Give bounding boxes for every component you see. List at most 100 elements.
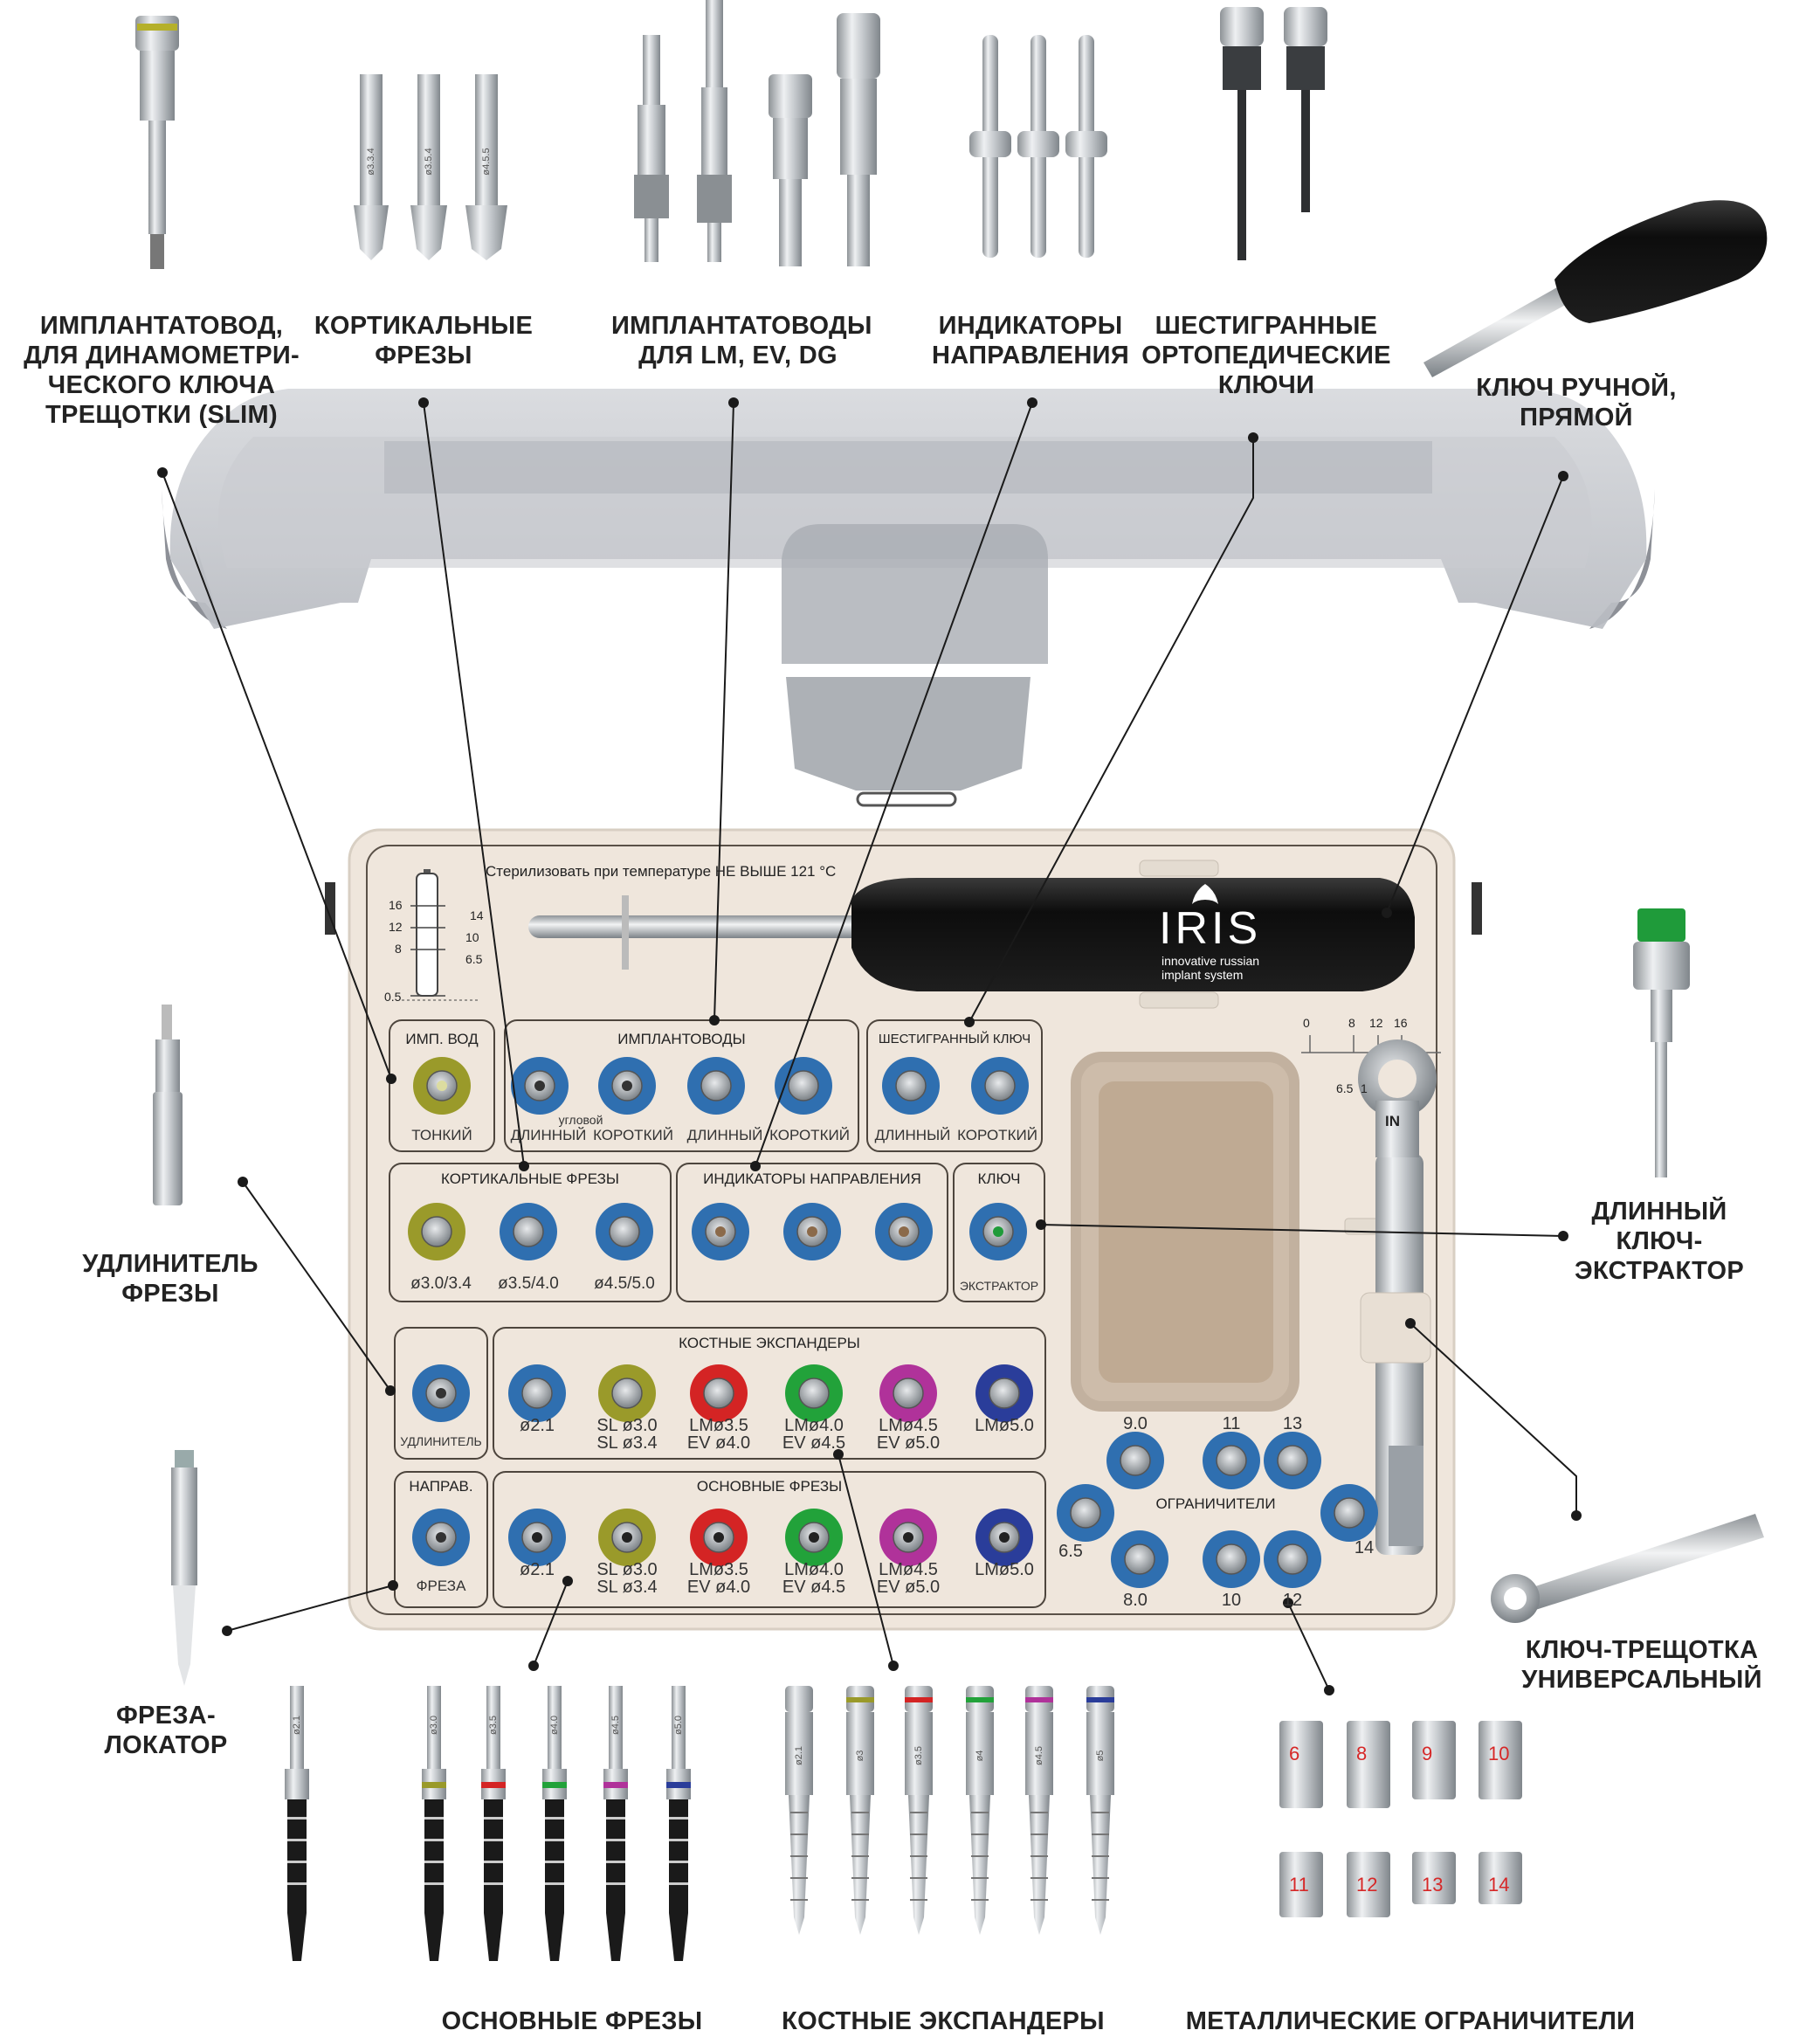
well-stop	[1320, 1484, 1378, 1542]
frame-imp-vod	[389, 1019, 495, 1152]
well-extender	[412, 1364, 470, 1422]
well-stop	[1057, 1484, 1114, 1542]
expander-marking: ø3.5	[913, 1746, 924, 1766]
main-drill-marking: ø3.0	[429, 1716, 439, 1736]
well-imp-vod	[413, 1057, 471, 1115]
stop-number: 6.5	[1058, 1542, 1083, 1561]
bottom-main-drill	[481, 1686, 506, 1961]
well-implantovod	[687, 1057, 745, 1115]
well-label-line: LMø4.0	[784, 1416, 844, 1435]
bottom-metal-stop	[1347, 1721, 1390, 1808]
expander-marking: ø4.5	[1034, 1746, 1044, 1766]
well-implantovod	[598, 1057, 656, 1115]
well-implantovod	[775, 1057, 832, 1115]
well-stop	[1264, 1530, 1321, 1588]
main-drill-marking: ø3.5	[488, 1716, 499, 1736]
callout-implant-driver-slim: ИМПЛАНТАТОВОД,ДЛЯ ДИНАМОМЕТРИ- ЧЕСКОГО К…	[24, 312, 300, 429]
ratchet-scale: 12	[1369, 1016, 1383, 1030]
tool-long-extractor	[1633, 908, 1690, 1177]
well-label-line: SL ø3.4	[596, 1578, 658, 1597]
depth-label: 6.5	[465, 952, 483, 966]
well-label: КОРОТКИЙ	[769, 1127, 850, 1143]
well-label-line: EV ø5.0	[876, 1433, 941, 1453]
tool-direction-indicators	[969, 35, 1107, 258]
well-label-line: SL ø3.4	[596, 1433, 658, 1453]
well-indicator	[875, 1203, 933, 1260]
tool-drill-extender	[153, 1005, 183, 1205]
well-main-drill	[975, 1509, 1033, 1566]
bottom-bone-expander	[905, 1686, 933, 1935]
metal-stop-number: 11	[1289, 1874, 1309, 1896]
well-label-line: ø2.1	[519, 1560, 555, 1579]
cortical-drill-marking: ø3.5.4	[424, 148, 434, 176]
well-indicator	[783, 1203, 841, 1260]
well-extractor	[969, 1203, 1027, 1260]
bottom-metal-stop	[1279, 1852, 1323, 1917]
well-bone-expander	[690, 1364, 748, 1422]
stop-number: 8.0	[1123, 1591, 1148, 1610]
bottom-metal-stop	[1412, 1721, 1456, 1799]
frame-hex	[866, 1019, 1043, 1152]
metal-stop-number: 9	[1422, 1743, 1433, 1764]
well-cortical	[500, 1203, 557, 1260]
well-hex-key	[882, 1057, 940, 1115]
well-label-line: LMø4.5	[879, 1560, 938, 1579]
bottom-main-drill	[603, 1686, 628, 1961]
bottom-metal-stop	[1279, 1721, 1323, 1808]
main-drill-marking: ø4.0	[549, 1716, 560, 1736]
frame-main-drills	[493, 1471, 1046, 1608]
well-label: ø3.5/4.0	[498, 1274, 559, 1293]
well-cortical	[596, 1203, 653, 1260]
tray-lid	[162, 389, 1655, 935]
depth-label: 8	[395, 942, 402, 956]
well-label: ЭКСТРАКТОР	[959, 1279, 1039, 1293]
well-label: КОРОТКИЙ	[593, 1127, 673, 1143]
callout-drill-locator: ФРЕЗА-ЛОКАТОР	[104, 1702, 228, 1759]
ratchet-direction: IN	[1385, 1113, 1400, 1129]
well-stop	[1203, 1432, 1260, 1489]
depth-label: 16	[389, 898, 403, 912]
brand-tagline-2: implant system	[1161, 968, 1244, 982]
expander-marking: ø2.1	[794, 1746, 804, 1766]
well-label-line: LMø3.5	[689, 1416, 748, 1435]
bottom-main-drill	[666, 1686, 691, 1961]
callout-main-drills: ОСНОВНЫЕ ФРЕЗЫ	[441, 2007, 703, 2035]
bottom-metal-stop	[1347, 1852, 1390, 1917]
tool-hex-keys	[1220, 7, 1327, 260]
well-label-line: EV ø4.5	[782, 1578, 846, 1597]
callout-hand-key: КЛЮЧ РУЧНОЙ,ПРЯМОЙ	[1476, 374, 1677, 432]
frame-expanders	[493, 1327, 1046, 1460]
section-title-imp-vod: ИМП. ВОД	[405, 1031, 479, 1047]
well-main-drill	[508, 1509, 566, 1566]
well-label-line: LMø4.5	[879, 1416, 938, 1435]
frame-indicators	[676, 1163, 948, 1302]
well-label-line: EV ø4.0	[686, 1578, 751, 1597]
hand-key-on-tray	[528, 860, 1415, 1009]
well-label: ФРЕЗА	[416, 1578, 466, 1594]
brand-tagline-1: innovative russian	[1161, 954, 1260, 968]
main-drill-marking: ø5.0	[673, 1716, 684, 1736]
well-implantovod	[511, 1057, 569, 1115]
section-title-implantovody: ИМПЛАНТОВОДЫ	[617, 1031, 746, 1047]
well-label: КОРОТКИЙ	[957, 1127, 1037, 1143]
well-indicator	[692, 1203, 749, 1260]
expander-marking: ø3	[855, 1750, 865, 1762]
frame-implantovody	[504, 1019, 859, 1152]
ratchet-scale: 0	[1303, 1016, 1310, 1030]
well-main-drill	[879, 1509, 937, 1566]
metal-stop-number: 8	[1356, 1743, 1368, 1764]
metal-stop-number: 10	[1488, 1743, 1510, 1764]
well-label-line: LMø4.0	[784, 1560, 844, 1579]
well-stop	[1106, 1432, 1164, 1489]
well-bone-expander	[879, 1364, 937, 1422]
well-label: ø2.1	[485, 1561, 589, 1578]
